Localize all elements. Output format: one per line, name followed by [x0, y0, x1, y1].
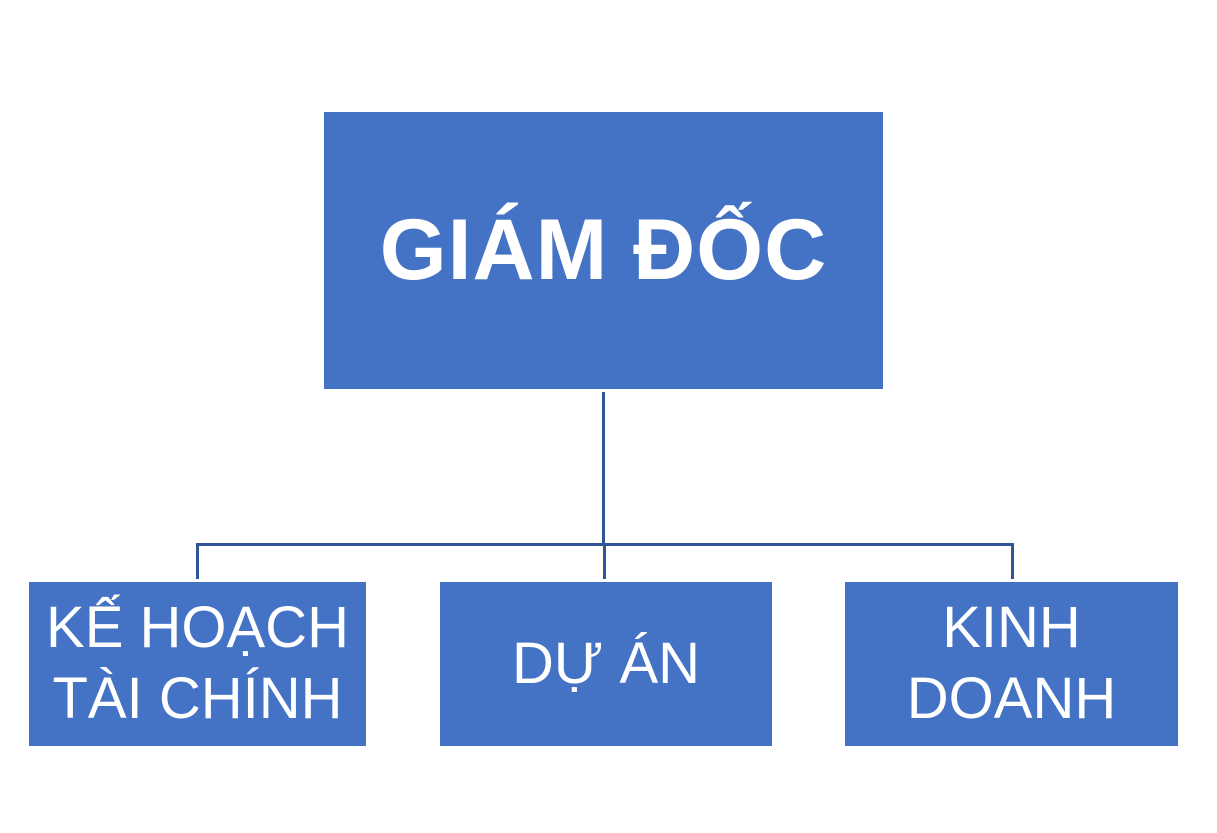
connector-to-kinh-doanh — [1011, 543, 1014, 579]
node-label: GIÁM ĐỐC — [379, 202, 828, 298]
node-giam-doc: GIÁM ĐỐC — [324, 112, 883, 389]
connector-root-down — [602, 392, 605, 545]
connector-to-ke-hoach-tai-chinh — [196, 543, 199, 579]
node-ke-hoach-tai-chinh: KẾ HOẠCH TÀI CHÍNH — [29, 582, 366, 746]
node-du-an: DỰ ÁN — [440, 582, 772, 746]
node-label-line1: KẾ HOẠCH — [46, 595, 349, 661]
node-label-line2: TÀI CHÍNH — [52, 666, 343, 731]
node-kinh-doanh: KINH DOANH — [845, 582, 1178, 746]
connector-to-du-an — [603, 543, 606, 579]
node-label-line2: DOANH — [906, 666, 1117, 731]
node-label-line1: KINH — [942, 595, 1081, 661]
node-label-line1: DỰ ÁN — [511, 630, 701, 696]
